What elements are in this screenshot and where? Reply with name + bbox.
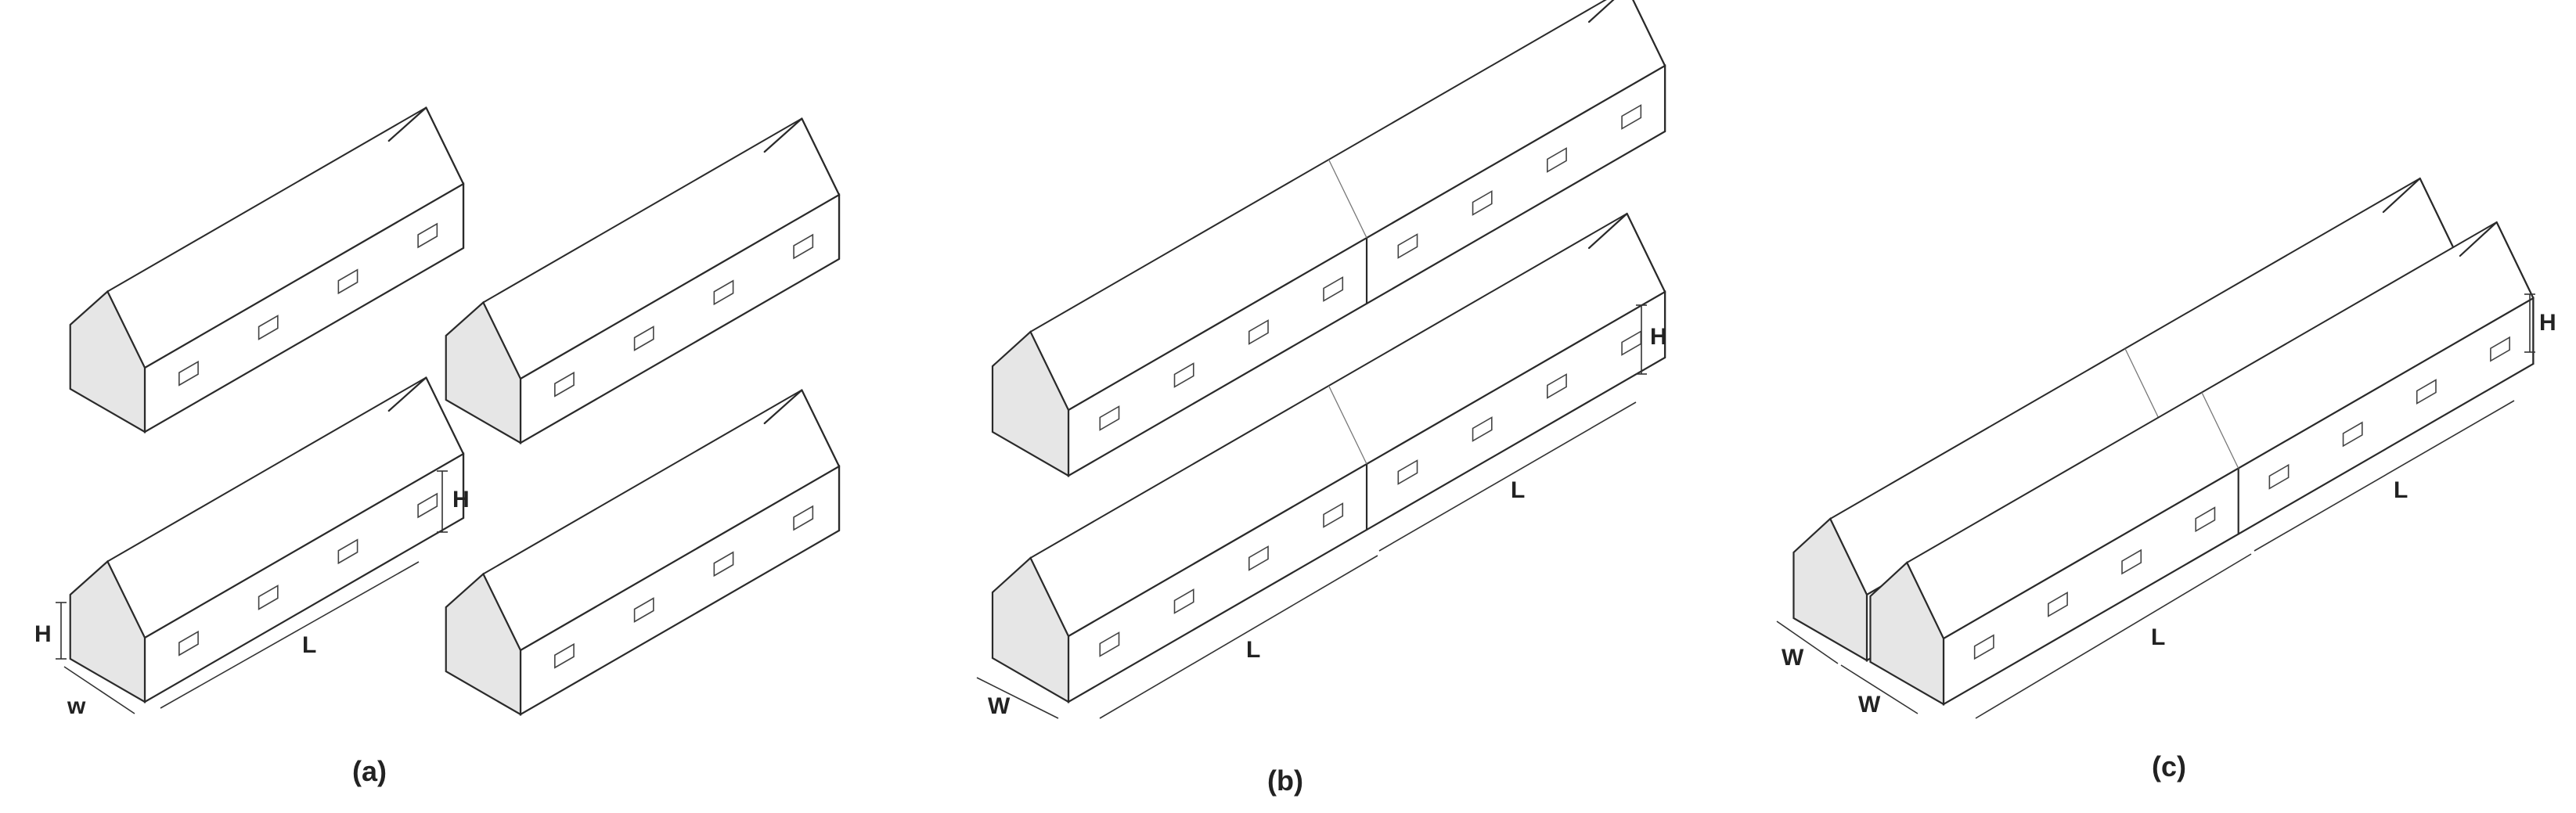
dim-label-width-c1: W [1782, 645, 1804, 671]
dim-label-length-b2: L [1511, 477, 1525, 503]
window [2048, 592, 2068, 617]
window [1547, 147, 1567, 173]
window [1248, 545, 1269, 571]
gable-end [445, 572, 522, 716]
gable-end [69, 559, 146, 703]
window [337, 268, 358, 295]
dim-line-length-b2 [1378, 401, 1637, 552]
buildings-layer [69, 0, 2535, 716]
dim-label-length-a: L [302, 632, 316, 658]
window [793, 505, 814, 531]
window [1173, 588, 1194, 614]
window [1397, 233, 1418, 259]
dim-label-width-a: w [67, 693, 86, 719]
section-joint-roof [2201, 392, 2239, 469]
annotations-layer: H H w L H W L L [34, 293, 2556, 797]
window [258, 585, 279, 610]
dim-label-width-c2: W [1858, 692, 1881, 718]
section-joint-roof [2124, 348, 2163, 425]
window [2268, 463, 2290, 490]
gable-end [991, 556, 1070, 703]
gable-end [1869, 561, 1945, 706]
dim-label-height-a2: H [34, 621, 52, 647]
window [417, 492, 438, 519]
house-a4 [445, 389, 841, 716]
dim-label-height-b: H [1650, 324, 1667, 350]
caption-a: (a) [352, 755, 387, 787]
panel-b-dimensions: H W L L [976, 304, 1667, 719]
right-end-edge [387, 106, 465, 185]
caption-c: (c) [2152, 750, 2186, 782]
gable-end [991, 330, 1070, 477]
dim-label-width-b: W [988, 693, 1011, 719]
panel-c-dimensions: H W W L L [1776, 293, 2556, 719]
window [793, 233, 814, 260]
window [337, 538, 358, 565]
window [554, 371, 575, 398]
dim-line-width-a [63, 666, 135, 714]
caption-b: (b) [1267, 764, 1303, 797]
window [178, 630, 199, 657]
right-end-edge [1587, 0, 1666, 67]
window [1621, 104, 1642, 130]
right-end-edge [1587, 212, 1666, 293]
dim-label-length-c1: L [2151, 624, 2165, 650]
window [178, 360, 199, 387]
right-end-edge [2459, 221, 2535, 300]
house-a2 [445, 117, 841, 444]
gable-end [69, 290, 146, 433]
house-b1 [991, 0, 1666, 477]
house-a3 [69, 376, 465, 703]
right-end-edge [2382, 177, 2458, 256]
window [2342, 421, 2363, 448]
window [258, 315, 279, 340]
right-end-edge [763, 117, 841, 196]
dim-line-length-a [160, 561, 420, 709]
dim-line-length-b1 [1099, 555, 1378, 719]
window [417, 222, 438, 249]
dim-line-width-b [976, 677, 1059, 719]
window [1547, 373, 1567, 399]
house-a1 [69, 106, 465, 433]
window [1973, 634, 1994, 660]
window [1173, 362, 1194, 388]
dim-label-length-b1: L [1246, 637, 1260, 663]
dim-label-height-a: H [452, 487, 470, 513]
window [633, 326, 654, 351]
window [1248, 319, 1269, 345]
right-end-edge [387, 376, 465, 455]
window [2121, 549, 2142, 575]
window [1099, 631, 1120, 657]
section-joint-roof [1328, 385, 1367, 465]
house-b2 [991, 212, 1666, 703]
window [1472, 416, 1493, 442]
right-end-edge [763, 389, 841, 468]
window [713, 279, 734, 306]
house-c-front [1869, 221, 2535, 706]
window [1323, 502, 1344, 528]
panel-a-dimensions: H H w L [34, 470, 470, 719]
dim-line-width-c1 [1776, 621, 1839, 664]
dim-line-length-c2 [2254, 400, 2515, 552]
window [633, 597, 654, 623]
window [2490, 336, 2510, 362]
window [1397, 459, 1418, 485]
dim-line-width-c2 [1840, 664, 1918, 714]
gable-end [445, 300, 522, 444]
window [2195, 506, 2216, 533]
window [1472, 190, 1493, 216]
window [554, 642, 575, 669]
window [1099, 405, 1120, 431]
gable-end [1792, 517, 1868, 662]
window [1323, 276, 1344, 302]
window [713, 551, 734, 577]
window [2416, 379, 2437, 405]
dim-label-height-c: H [2539, 310, 2556, 336]
dim-line-length-c1 [1975, 553, 2252, 719]
section-joint-roof [1328, 159, 1367, 239]
dim-label-length-c2: L [2394, 477, 2408, 503]
